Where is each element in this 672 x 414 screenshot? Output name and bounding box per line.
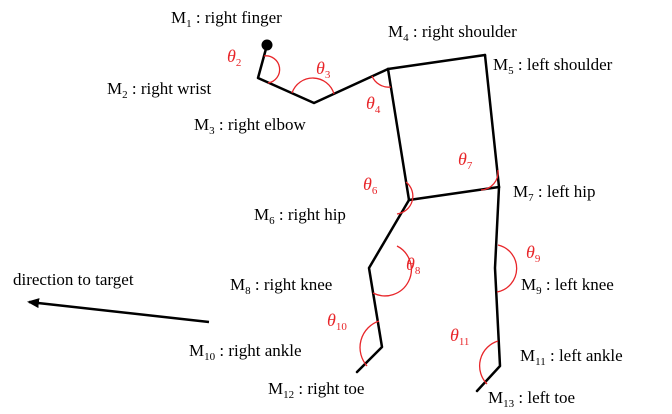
marker-label-m6: M6 : right hip [254,205,346,227]
marker-label-m10: M10 : right ankle [189,341,302,363]
right-leg-segment [355,198,411,374]
marker-label-m8: M8 : right knee [230,275,332,297]
angle-arc-theta9 [496,244,518,293]
angle-label-theta8: θ8 [406,254,421,277]
angle-label-theta7: θ7 [458,149,473,172]
angle-label-theta6: θ6 [363,174,378,197]
marker-label-m3: M3 : right elbow [194,115,306,137]
marker-label-m2: M2 : right wrist [107,79,211,101]
marker-label-m5: M5 : left shoulder [493,55,613,77]
left-torso-side [483,53,501,189]
skeleton [256,43,502,393]
angle-arc-theta11 [478,340,499,385]
angle-arc-theta6 [396,181,414,215]
angle-arc-theta2 [263,55,281,84]
angle-arcs [263,55,518,385]
angle-labels: θ2 θ3 θ4 θ6 θ7 θ8 θ9 θ10 θ11 [227,46,541,348]
marker-label-m11: M11 : left ankle [520,346,623,368]
marker-label-m9: M9 : left knee [521,275,614,297]
angle-arc-theta3 [291,77,335,95]
angle-arc-theta4 [371,75,392,88]
direction-label: direction to target [13,270,134,289]
angle-label-theta2: θ2 [227,46,241,69]
angle-arc-theta7 [480,169,499,191]
marker-labels: M1 : right finger M2 : right wrist M3 : … [107,8,623,410]
shoulder-segment [386,53,487,71]
marker-label-m7: M7 : left hip [513,182,595,204]
angle-label-theta10: θ10 [327,310,347,333]
angle-arc-theta10 [359,320,380,367]
right-arm-segment [256,43,390,105]
marker-label-m1: M1 : right finger [171,8,282,30]
direction-arrow [27,298,210,324]
marker-label-m12: M12 : right toe [268,379,364,401]
angle-label-theta9: θ9 [526,242,541,265]
right-torso-side [386,67,411,202]
left-leg-segment [475,185,502,393]
angle-label-theta3: θ3 [316,58,331,81]
angle-label-theta11: θ11 [450,325,469,348]
marker-label-m4: M4 : right shoulder [388,22,517,44]
angle-arc-theta8 [372,245,413,297]
angle-label-theta4: θ4 [366,93,381,116]
marker-label-m13: M13 : left toe [488,388,575,410]
right-finger-marker-dot [261,39,273,51]
